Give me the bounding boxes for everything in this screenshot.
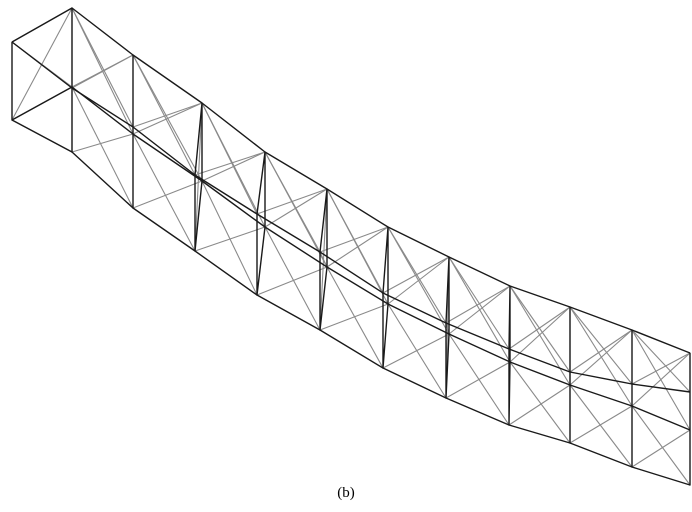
top-face-brace <box>631 329 691 393</box>
top-face-brace <box>445 285 511 324</box>
front-face-brace <box>132 102 203 135</box>
bottom-face-brace <box>382 333 450 369</box>
back-top-chord <box>11 41 691 393</box>
bottom-face-brace <box>256 266 328 296</box>
cross-section-frame <box>445 256 450 399</box>
back-bottom-chord <box>11 119 691 486</box>
bottom-face-brace <box>132 180 203 209</box>
top-face-brace <box>201 102 258 215</box>
bottom-face-brace <box>132 133 196 252</box>
cross-section-frame <box>194 102 203 252</box>
front-face-brace <box>569 329 633 386</box>
top-face-brace <box>132 54 196 176</box>
bottom-face-brace <box>631 429 691 468</box>
section-brace <box>319 251 328 268</box>
figure-caption: (b) <box>337 485 355 501</box>
bottom-face-brace <box>445 361 511 399</box>
bottom-face-brace <box>264 226 321 331</box>
top-face-brace <box>569 306 633 385</box>
top-face-brace <box>508 306 571 350</box>
top-face-brace <box>132 102 203 128</box>
front-face-brace <box>11 7 73 121</box>
front-face-brace <box>448 285 511 335</box>
frame-members <box>11 7 691 486</box>
bottom-face-brace <box>326 266 384 369</box>
diagonal-braces <box>11 7 691 486</box>
top-face-brace <box>256 188 328 215</box>
front-face-brace <box>569 306 633 407</box>
front-face-brace <box>509 306 571 363</box>
top-face-brace <box>569 329 633 373</box>
bottom-face-brace <box>201 180 258 296</box>
top-face-brace <box>509 285 571 373</box>
front-face-brace <box>631 352 691 407</box>
bottom-face-brace <box>71 86 134 209</box>
top-face-brace <box>382 256 450 294</box>
top-face-brace <box>631 352 691 385</box>
front-bottom-chord <box>11 86 691 431</box>
top-face-brace <box>319 226 389 253</box>
top-face-brace <box>448 256 510 350</box>
top-face-brace <box>264 151 321 253</box>
top-face-brace <box>71 54 134 89</box>
bottom-face-brace <box>508 384 571 426</box>
front-top-chord <box>11 7 691 354</box>
bottom-face-brace <box>509 361 571 444</box>
front-face-brace <box>326 226 389 268</box>
cross-section-frame <box>508 285 511 426</box>
top-face-brace <box>326 188 384 294</box>
bottom-face-brace <box>71 133 134 153</box>
front-face-brace <box>509 285 571 386</box>
cross-section-frame <box>256 151 266 296</box>
bottom-face-brace <box>569 405 633 444</box>
top-face-brace <box>71 7 134 128</box>
front-face-brace <box>387 256 450 305</box>
cross-section-frame <box>382 226 389 369</box>
top-face-brace <box>194 151 266 176</box>
bottom-face-brace <box>194 226 266 252</box>
cross-section-frame <box>319 188 328 331</box>
bottom-face-brace <box>319 303 389 331</box>
bottom-face-brace <box>631 405 691 486</box>
bottom-face-brace <box>569 384 633 468</box>
